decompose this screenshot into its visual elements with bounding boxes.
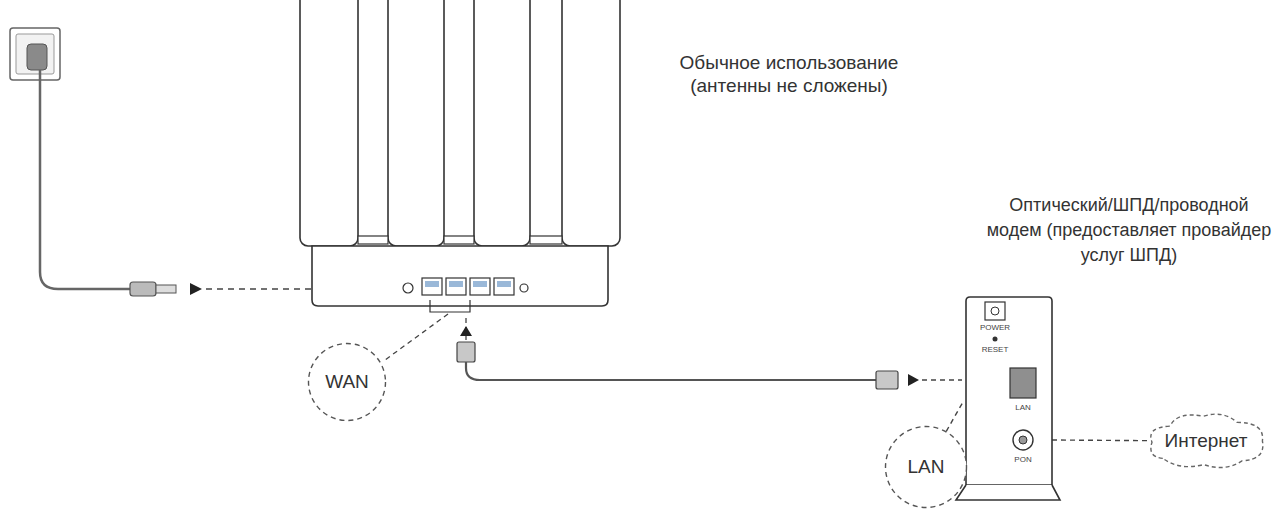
connector xyxy=(1052,439,1152,441)
pon-core xyxy=(1019,436,1027,444)
port-label: PON xyxy=(1014,456,1031,464)
router-body xyxy=(312,246,608,306)
outlet-plate xyxy=(16,34,54,74)
arrow-head xyxy=(460,326,472,336)
modem-body xyxy=(966,297,1052,485)
modem-stand xyxy=(956,485,1060,500)
callout-circle: WAN xyxy=(307,342,387,422)
power-plug xyxy=(130,282,156,296)
reset-hole xyxy=(993,337,998,342)
arrow-head xyxy=(908,374,919,386)
port-bracket xyxy=(430,300,470,312)
port-label: LAN xyxy=(1015,404,1031,412)
dashed-line xyxy=(922,379,962,380)
dashed-circle xyxy=(886,427,967,508)
callout-circle: LAN xyxy=(884,425,968,509)
wall-outlet xyxy=(10,28,60,80)
lan-port xyxy=(1010,368,1036,398)
power-icon xyxy=(991,307,999,315)
ethernet-plug xyxy=(457,342,475,362)
ethernet-plug xyxy=(876,371,898,389)
cloud-shape: Интернет xyxy=(1146,410,1266,472)
port-label: RESET xyxy=(982,346,1009,354)
router-antennas xyxy=(300,0,620,246)
cloud-path xyxy=(1151,414,1263,467)
port-label: POWER xyxy=(980,324,1010,332)
node-label: Интернет xyxy=(1165,430,1248,453)
power-cable xyxy=(40,70,130,289)
connector xyxy=(946,400,964,431)
note-label: Обычное использование (антенны не сложен… xyxy=(654,52,924,98)
ethernet-cable xyxy=(466,362,876,380)
pon-port xyxy=(1013,430,1033,450)
power-button xyxy=(985,302,1005,320)
node-heading: Оптический/ШПД/проводной модем (предоста… xyxy=(984,193,1274,269)
node-label: LAN xyxy=(908,456,945,479)
power-adapter xyxy=(27,44,47,70)
dashed-circle xyxy=(309,344,386,421)
node-label: WAN xyxy=(325,371,369,394)
router-ports xyxy=(403,278,528,295)
arrow-head xyxy=(190,283,202,295)
leader-line xyxy=(385,314,448,360)
plug-tip xyxy=(156,285,176,293)
modem-box: Оптический/ШПД/проводной модем (предоста… xyxy=(962,295,1054,505)
antenna-hinges xyxy=(358,236,562,244)
